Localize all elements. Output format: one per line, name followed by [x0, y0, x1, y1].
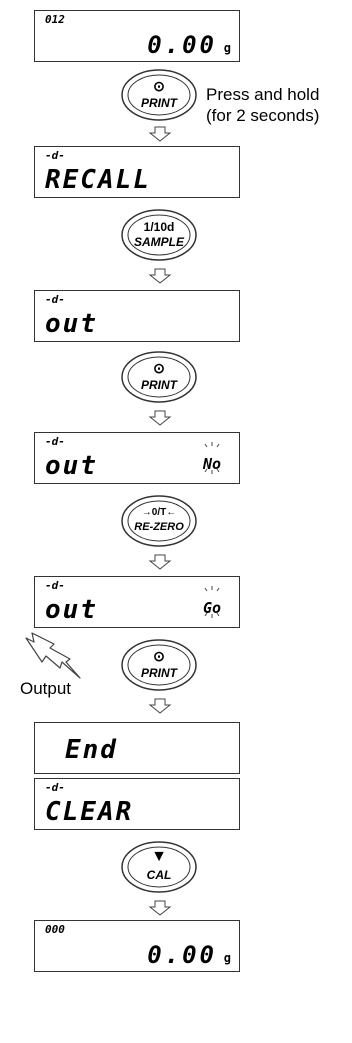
display-d-indicator: -d- — [45, 435, 65, 448]
cal-triangle-icon: ▼ — [151, 848, 167, 865]
print-symbol-icon: ⊙ — [153, 78, 165, 94]
sample-button[interactable]: 1/10d SAMPLE — [120, 208, 198, 262]
display-weight-value: 0.00 — [147, 941, 217, 969]
button-outline-icon — [121, 351, 197, 403]
display-out-text: out — [45, 309, 98, 339]
press-hold-line1: Press and hold — [206, 85, 320, 104]
display-weight-final: 000 0.00 g — [34, 920, 240, 972]
display-recall: -d- RECALL — [34, 146, 240, 198]
display-go-flag: Go — [202, 599, 221, 617]
cal-label: CAL — [146, 868, 172, 882]
button-outline-icon — [121, 69, 197, 121]
output-arrow-icon — [25, 632, 81, 679]
blink-indicator-icon — [204, 586, 220, 618]
cal-button[interactable]: ▼ CAL — [120, 840, 198, 894]
display-counter: 000 — [45, 923, 65, 936]
press-hold-line2: (for 2 seconds) — [206, 106, 320, 125]
button-outline-icon — [121, 209, 197, 261]
display-end-text: End — [65, 735, 118, 765]
down-arrow-icon — [148, 698, 172, 714]
display-out-go: -d- out Go — [34, 576, 240, 628]
rezero-label: RE-ZERO — [134, 521, 184, 533]
sample-label-top: 1/10d — [143, 220, 175, 234]
rezero-button[interactable]: →0/T← RE-ZERO — [120, 494, 198, 548]
display-d-indicator: -d- — [45, 781, 65, 794]
down-arrow-icon — [148, 126, 172, 142]
display-unit: g — [223, 951, 231, 965]
display-out-text: out — [45, 451, 98, 481]
display-out-text: out — [45, 595, 98, 625]
button-outline-icon — [121, 841, 197, 893]
press-hold-note: Press and hold (for 2 seconds) — [206, 84, 319, 126]
display-recall-text: RECALL — [45, 165, 151, 195]
print-label: PRINT — [141, 96, 177, 110]
print-label: PRINT — [141, 666, 177, 680]
down-arrow-icon — [148, 410, 172, 426]
display-unit: g — [223, 41, 231, 55]
display-clear: -d- CLEAR — [34, 778, 240, 830]
print-button[interactable]: ⊙ PRINT — [120, 350, 198, 404]
down-arrow-icon — [148, 268, 172, 284]
display-d-indicator: -d- — [45, 293, 65, 306]
print-button[interactable]: ⊙ PRINT — [120, 638, 198, 692]
down-arrow-icon — [148, 900, 172, 916]
print-label: PRINT — [141, 378, 177, 392]
display-d-indicator: -d- — [45, 579, 65, 592]
down-arrow-icon — [148, 554, 172, 570]
display-weight-value: 0.00 — [147, 31, 217, 59]
display-out-no: -d- out No — [34, 432, 240, 484]
print-button[interactable]: ⊙ PRINT — [120, 68, 198, 122]
display-clear-text: CLEAR — [45, 797, 134, 827]
print-symbol-icon: ⊙ — [153, 648, 165, 664]
print-symbol-icon: ⊙ — [153, 360, 165, 376]
button-outline-icon — [121, 495, 197, 547]
blink-indicator-icon — [204, 442, 220, 474]
display-counter: 012 — [45, 13, 65, 26]
display-d-indicator: -d- — [45, 149, 65, 162]
sample-label: SAMPLE — [133, 235, 184, 249]
rezero-symbol: →0/T← — [141, 507, 177, 518]
button-outline-icon — [121, 639, 197, 691]
display-weight-initial: 012 0.00 g — [34, 10, 240, 62]
display-end: End — [34, 722, 240, 774]
display-no-flag: No — [202, 455, 221, 473]
output-label: Output — [20, 679, 72, 698]
display-out: -d- out — [34, 290, 240, 342]
